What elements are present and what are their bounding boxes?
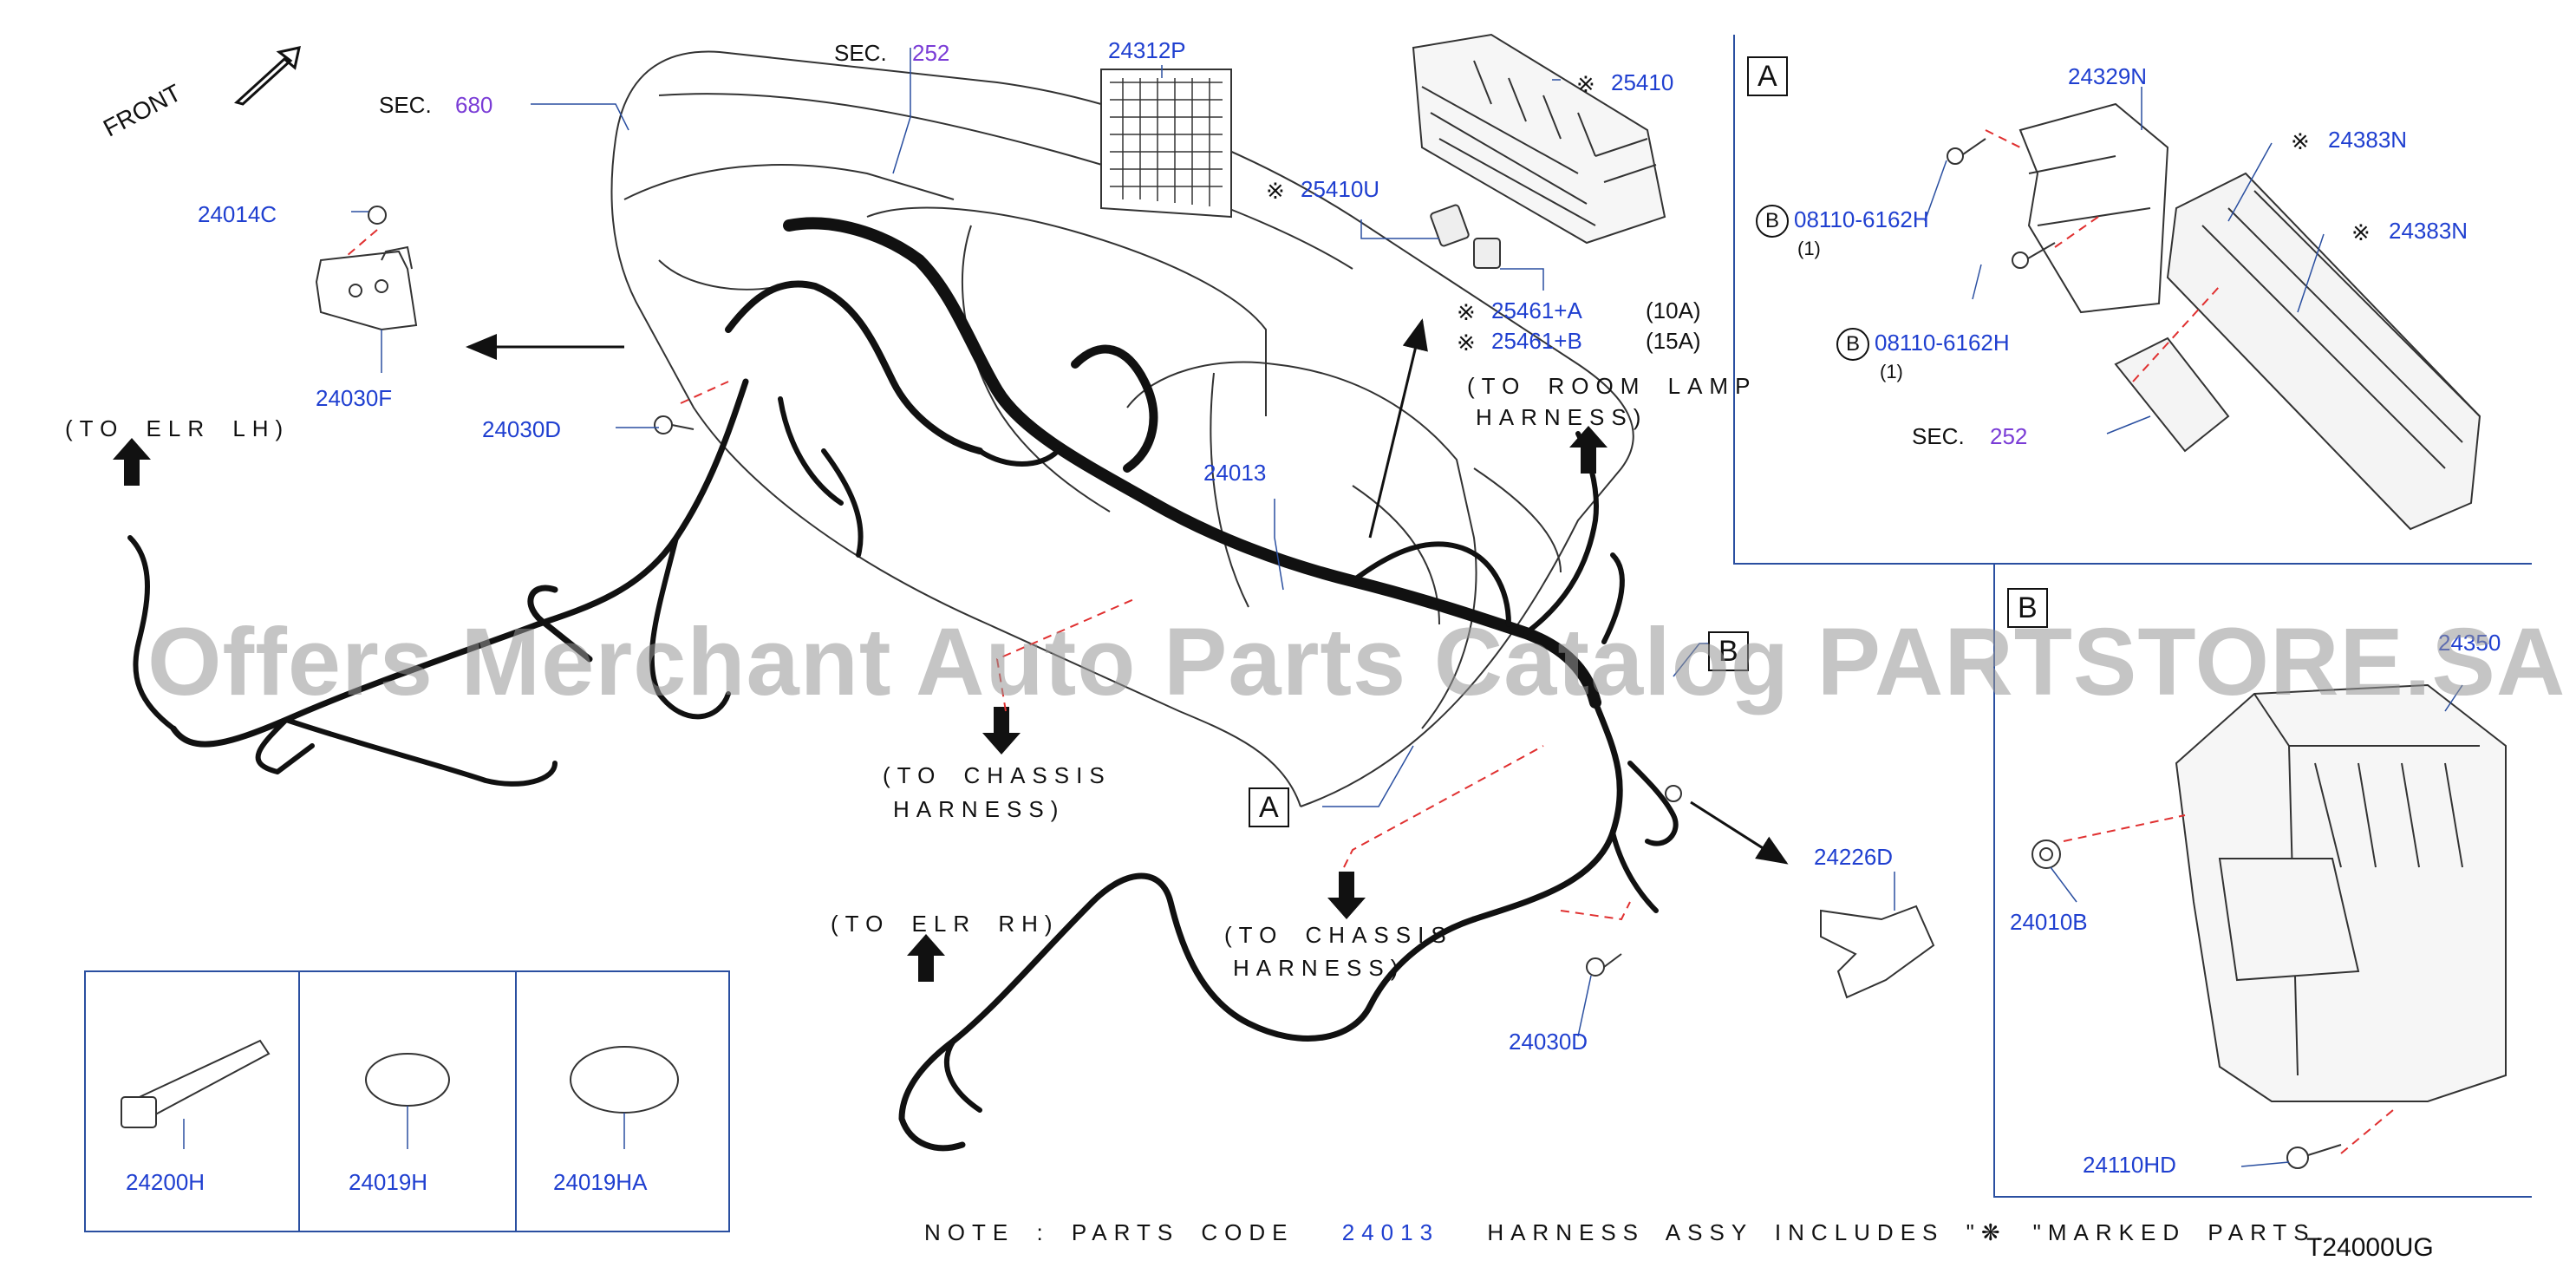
screw-24110HD-icon [2286,1144,2342,1169]
part-24383N-1[interactable]: 24383N [2328,127,2408,153]
note-end: "MARKED PARTS. [2032,1219,2329,1245]
note-mid: HARNESS ASSY INCLUDES " [1487,1219,1981,1245]
part-25410U[interactable]: 25410U [1301,176,1380,202]
guide-lines [346,129,2394,1154]
part-24110HD[interactable]: 24110HD [2083,1152,2176,1178]
b-circle-icon: B [1756,205,1789,238]
clip-24226D-illustration [1820,905,1935,999]
bolt-08110-icon [1947,138,2056,269]
part-25461A[interactable]: 25461+A [1491,297,1582,323]
part-24010B[interactable]: 24010B [2010,909,2088,935]
grommet-24019H-icon [365,1053,450,1107]
junction-block-24350-illustration [2175,683,2507,1102]
route-elr-lh: (TO ELR LH) [65,415,290,441]
sec-252-link[interactable]: 252 [912,40,950,66]
fuse-25461-illustration [1430,204,1501,269]
route-chassis-2a: (TO CHASSIS [1224,922,1453,948]
part-24329N[interactable]: 24329N [2068,63,2148,89]
b-circle-icon: B [1836,328,1869,361]
star-24383N-2: ※ [2351,219,2371,245]
callout-b[interactable]: B [1708,631,1749,671]
band-clip-24200H-illustration [121,1039,271,1128]
detail-a-sec-prefix: SEC. [1912,423,1965,449]
clip-24010B-icon [2031,839,2061,869]
star-25461A: ※ [1457,299,1476,325]
part-24200H[interactable]: 24200H [126,1169,205,1195]
grommet-24019HA-icon [570,1046,679,1114]
star-25410U: ※ [1266,178,1285,204]
asterisk-mark-icon: ❋ [1980,1219,2007,1245]
bracket-24030F-illustration [315,206,418,331]
star-25461B: ※ [1457,330,1476,356]
amp-10A: (10A) [1646,297,1701,323]
detail-b-frame [1993,564,2532,1198]
part-24030F[interactable]: 24030F [316,385,393,411]
part-24019H[interactable]: 24019H [349,1169,428,1195]
direction-arrows [113,426,1608,982]
part-08110-6162H-1[interactable]: 08110-6162H [1794,206,1929,232]
watermark: Offers Merchant Auto Parts Catalog PARTS… [147,609,2566,715]
diagram-code: T24000UG [2306,1233,2434,1262]
route-room-lamp-2: HARNESS) [1476,404,1648,430]
part-24014C[interactable]: 24014C [198,201,277,227]
detail-a-letter: A [1747,56,1788,96]
loose-parts-box [84,970,730,1232]
sec-680-prefix: SEC. [379,92,432,118]
part-24226D[interactable]: 24226D [1814,844,1894,870]
qty-1a: (1) [1797,238,1821,259]
part-24030D-left[interactable]: 24030D [482,416,562,442]
route-elr-rh: (TO ELR RH) [831,911,1060,937]
leader-arrows [466,318,1789,865]
part-08110-6162H-2[interactable]: 08110-6162H [1875,329,2010,356]
front-arrow-icon [233,46,301,106]
part-24030D-right[interactable]: 24030D [1509,1029,1588,1055]
part-25410[interactable]: 25410 [1611,69,1674,95]
detail-a-frame [1733,35,2532,565]
star-24383N-1: ※ [2291,128,2310,154]
route-chassis-2b: HARNESS) [1233,955,1405,981]
part-25461B[interactable]: 25461+B [1491,328,1582,354]
detail-a-sec-252-link[interactable]: 252 [1990,423,2028,449]
part-24013[interactable]: 24013 [1203,460,1267,486]
part-24019HA[interactable]: 24019HA [553,1169,648,1195]
callout-a[interactable]: A [1249,787,1289,827]
detail-b-letter: B [2007,588,2048,628]
route-room-lamp-1: (TO ROOM LAMP [1467,373,1758,399]
route-chassis-1b: HARNESS) [893,796,1066,822]
part-24383N-2[interactable]: 24383N [2389,218,2468,244]
screw-icons [654,415,1682,977]
relay-bracket-24329N-illustration [2018,102,2169,314]
part-24350[interactable]: 24350 [2438,630,2501,656]
qty-1b: (1) [1880,361,1903,382]
fuse-block-25410-illustration [1412,33,1666,245]
leader-lines [183,48,2463,1167]
note-prefix: NOTE : PARTS CODE [924,1219,1295,1245]
main-wire-harness [127,217,1679,1152]
relay-24383N-illustration [2114,172,2481,531]
sec-252-prefix: SEC. [834,40,887,66]
note-part-24013[interactable]: 24013 [1341,1219,1440,1245]
route-chassis-1a: (TO CHASSIS [883,762,1112,788]
amp-15A: (15A) [1646,328,1701,354]
star-25410: ※ [1576,71,1595,97]
part-24312P[interactable]: 24312P [1108,37,1186,63]
label-sheet-24312P [1100,69,1232,219]
instrument-panel-outline [610,50,1634,807]
parts-note: NOTE : PARTS CODE 24013 HARNESS ASSY INC… [924,1221,2329,1244]
sec-680-link[interactable]: 680 [455,92,493,118]
